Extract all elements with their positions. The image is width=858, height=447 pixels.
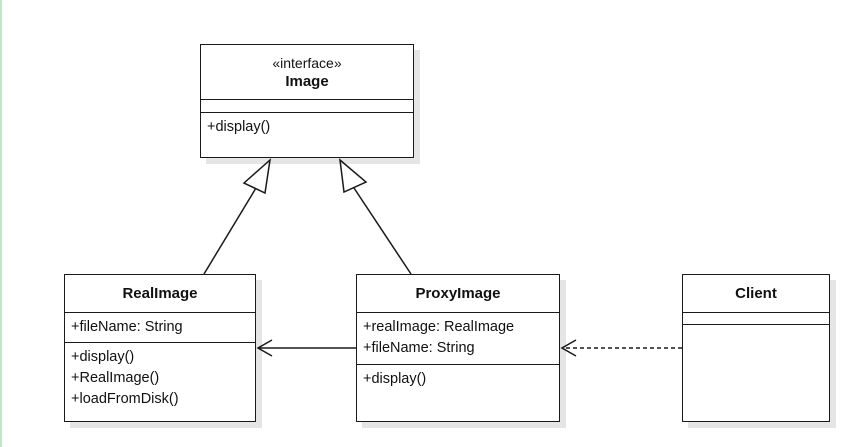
realization-line-proxyimage	[353, 187, 412, 275]
realization-line-realimage	[203, 187, 257, 275]
class-realimage-header: RealImage	[65, 275, 255, 313]
class-realimage-methods: +display() +RealImage() +loadFromDisk()	[65, 343, 255, 414]
class-image-attributes	[201, 100, 413, 113]
page-edge	[0, 0, 2, 447]
class-realimage-method: +RealImage()	[71, 370, 160, 386]
class-image-stereotype: «interface»	[272, 54, 342, 71]
class-image[interactable]: «interface» Image +display()	[200, 44, 414, 158]
association-arrowhead	[256, 339, 273, 357]
class-client[interactable]: Client	[682, 274, 830, 422]
class-realimage-method: +loadFromDisk()	[71, 391, 179, 407]
class-client-attributes	[683, 313, 829, 325]
dependency-arrowhead	[560, 339, 577, 357]
class-image-methods: +display()	[201, 113, 413, 142]
class-proxyimage[interactable]: ProxyImage +realImage: RealImage +fileNa…	[356, 274, 560, 422]
class-realimage-method: +display()	[71, 349, 135, 365]
realization-arrowhead-proxyimage	[339, 158, 368, 194]
class-realimage[interactable]: RealImage +fileName: String +display() +…	[64, 274, 256, 422]
class-proxyimage-attribute: +realImage: RealImage	[363, 319, 515, 335]
class-realimage-name: RealImage	[122, 285, 198, 302]
class-proxyimage-method: +display()	[363, 371, 427, 387]
class-proxyimage-attribute: +fileName: String	[363, 340, 475, 356]
realization-arrowhead-realimage	[242, 158, 272, 195]
class-image-header: «interface» Image	[201, 45, 413, 100]
class-proxyimage-methods: +display()	[357, 365, 559, 394]
class-proxyimage-attributes: +realImage: RealImage +fileName: String	[357, 313, 559, 365]
class-client-name: Client	[735, 285, 777, 302]
class-image-method: +display()	[207, 119, 271, 135]
class-proxyimage-header: ProxyImage	[357, 275, 559, 313]
class-proxyimage-name: ProxyImage	[415, 285, 501, 302]
class-realimage-attributes: +fileName: String	[65, 313, 255, 343]
class-realimage-attribute: +fileName: String	[71, 319, 183, 335]
class-client-header: Client	[683, 275, 829, 313]
class-image-name: Image	[285, 72, 329, 90]
